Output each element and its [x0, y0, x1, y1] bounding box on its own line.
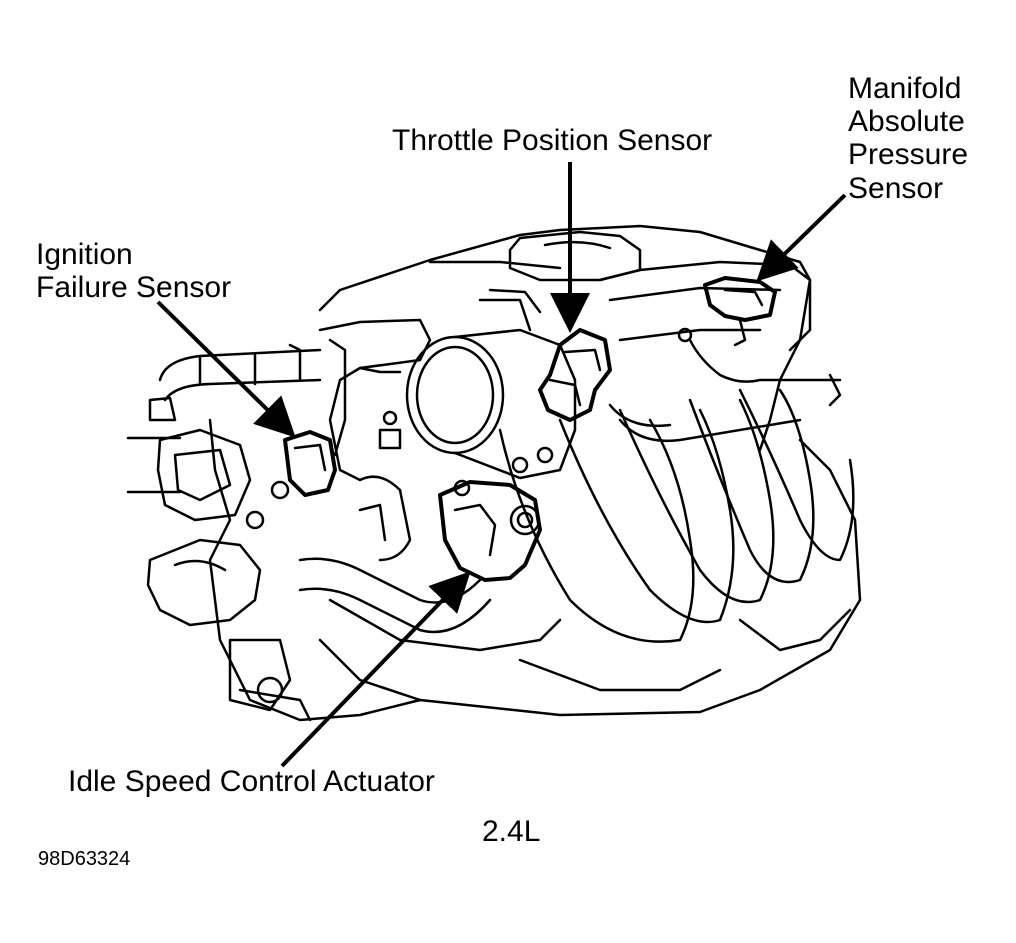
label-map-sensor-line1: Manifold — [848, 72, 962, 105]
arrow-idle-speed-control-actuator — [280, 571, 471, 768]
arrow-ignition-failure-sensor — [156, 300, 296, 438]
label-map-sensor-line4: Sensor — [848, 172, 944, 205]
engine-illustration — [126, 224, 862, 722]
label-throttle-position-sensor: Throttle Position Sensor — [392, 124, 713, 157]
label-figure-code: 98D63324 — [38, 848, 131, 870]
arrow-map-sensor — [756, 193, 847, 282]
label-map-sensor-line2: Absolute — [848, 105, 965, 138]
label-map-sensor-line3: Pressure — [848, 138, 969, 171]
label-engine-size: 2.4L — [482, 815, 541, 848]
label-idle-speed-control-actuator: Idle Speed Control Actuator — [68, 765, 435, 798]
leader-lines — [156, 162, 847, 768]
label-ignition-failure-line2: Failure Sensor — [36, 271, 232, 304]
label-ignition-failure-line1: Ignition — [36, 238, 133, 271]
